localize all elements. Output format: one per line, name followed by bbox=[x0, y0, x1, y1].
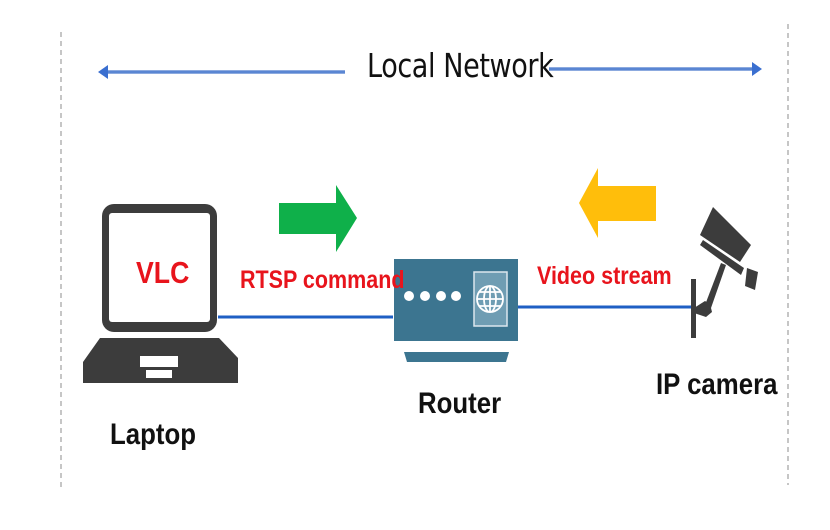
network-title: Local Network bbox=[367, 46, 554, 85]
arrowhead-left-icon bbox=[98, 65, 108, 79]
arrowhead-right-icon bbox=[752, 62, 762, 76]
laptop-icon bbox=[83, 204, 238, 383]
router-label: Router bbox=[418, 387, 502, 420]
laptop-label: Laptop bbox=[110, 418, 196, 451]
rtsp-direction-arrow-icon bbox=[279, 185, 357, 252]
network-span-arrow bbox=[98, 62, 762, 79]
ip-camera-icon bbox=[691, 207, 758, 338]
globe-icon bbox=[476, 285, 504, 313]
camera-label: IP camera bbox=[656, 368, 778, 401]
router-icon bbox=[394, 259, 518, 362]
video-direction-arrow-icon bbox=[579, 168, 656, 238]
laptop-screen-label: VLC bbox=[136, 255, 190, 290]
rtsp-command-label: RTSP command bbox=[240, 266, 405, 294]
video-stream-label: Video stream bbox=[537, 262, 672, 290]
